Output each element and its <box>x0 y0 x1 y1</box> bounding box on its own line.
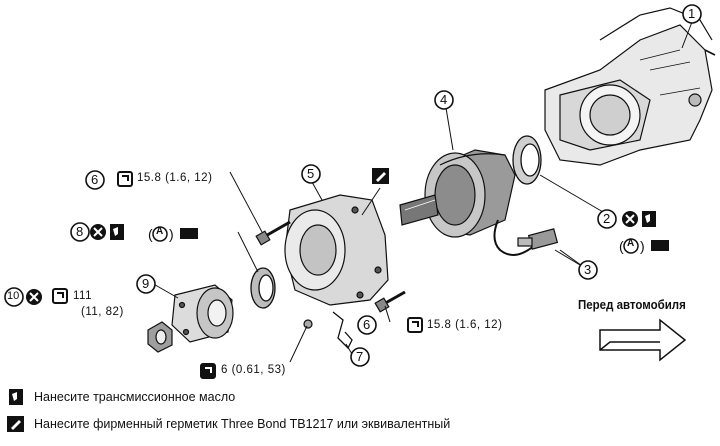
plug <box>303 319 313 329</box>
bracket-clip <box>332 311 353 350</box>
callout-6: 6 <box>91 172 99 187</box>
svg-text:): ) <box>169 226 174 242</box>
callout-1: 1 <box>688 6 696 21</box>
front-arrow-icon <box>599 318 687 362</box>
torque-spec-top: 15.8 (1.6, 12) <box>137 172 213 184</box>
callout-3: 3 <box>584 262 592 277</box>
front-of-vehicle-label: Перед автомобиля <box>578 298 686 312</box>
callout-2: 2 <box>603 211 611 226</box>
legend-oil-text: Нанесите трансмиссионное масло <box>34 390 236 404</box>
svg-text:(: ( <box>148 226 153 242</box>
callout-8: 8 <box>76 224 84 239</box>
sealant-icons <box>7 168 389 432</box>
flange-nut <box>147 321 173 353</box>
legend-sealant-text: Нанесите фирменный герметик Three Bond T… <box>34 417 451 431</box>
grease-label-left: A <box>156 226 164 237</box>
torque-icons <box>52 171 423 379</box>
svg-text:): ) <box>640 238 645 254</box>
transfer-case-housing <box>544 7 716 166</box>
callout-7: 7 <box>356 349 364 364</box>
torque-spec-10-line2: (11, 82) <box>81 306 124 318</box>
leader-lines <box>149 21 693 363</box>
grease-label-right: A <box>627 238 635 249</box>
callout-9: 9 <box>142 276 150 291</box>
callout-4: 4 <box>440 92 448 107</box>
bolt-bottom <box>374 290 406 313</box>
replace-part-icons <box>26 211 638 305</box>
torque-spec-bottom-left: 6 (0.61, 53) <box>221 364 286 376</box>
oil-icons <box>9 211 656 405</box>
svg-text:(: ( <box>619 238 624 254</box>
callout-6-bottom: 6 <box>363 317 371 332</box>
grease-badges: ( ) ( ) <box>148 226 669 254</box>
clutch-drum-assembly <box>399 149 516 238</box>
oil-seal <box>512 135 542 185</box>
callout-5: 5 <box>307 166 315 181</box>
torque-spec-bottom: 15.8 (1.6, 12) <box>427 319 503 331</box>
speed-sensor <box>493 219 581 266</box>
bolt-top <box>255 220 291 246</box>
callout-10: 10 <box>7 290 20 302</box>
torque-spec-10-line1: 111 <box>73 290 92 302</box>
rear-oil-seal <box>250 267 276 309</box>
companion-flange <box>171 284 234 343</box>
rear-extension-housing <box>284 194 389 306</box>
